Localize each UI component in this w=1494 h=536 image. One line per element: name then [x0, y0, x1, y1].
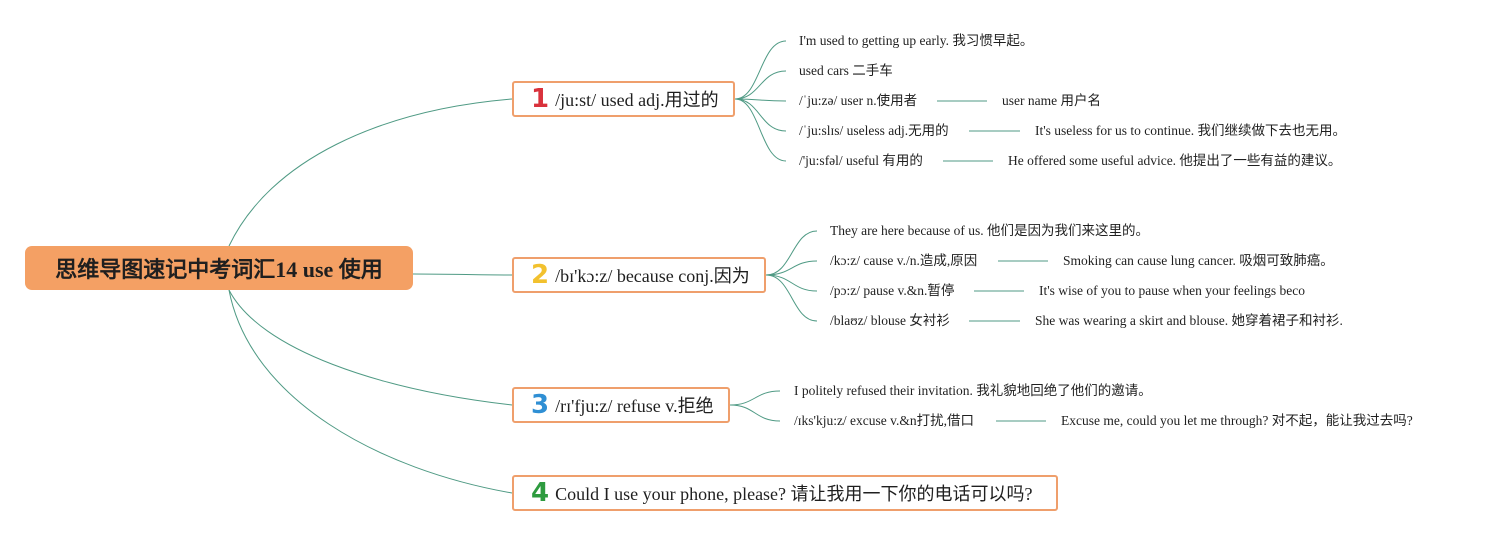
branch-1-leaf-3-line — [734, 98, 787, 102]
branch-3-leaf-2[interactable]: /ɪks'kju:z/ excuse v.&n打扰,借口 — [794, 413, 975, 428]
branch-3-number: 3 — [531, 390, 550, 420]
root-to-branch-4-line — [228, 289, 513, 494]
branch-2-leaf-1[interactable]: They are here because of us. 他们是因为我们来这里的… — [830, 223, 1150, 238]
branch-1-leaf-5-detail[interactable]: He offered some useful advice. 他提出了一些有益的… — [1008, 153, 1342, 168]
branch-2-leaf-4[interactable]: /blaʊz/ blouse 女衬衫 — [830, 313, 950, 328]
branch-3-leaf-1[interactable]: I politely refused their invitation. 我礼貌… — [794, 383, 1152, 398]
root-topic[interactable]: 思维导图速记中考词汇14 use 使用 — [25, 246, 413, 290]
branch-2-leaf-2-detail[interactable]: Smoking can cause lung cancer. 吸烟可致肺癌。 — [1063, 253, 1334, 268]
branch-1-leaf-4-detail[interactable]: It's useless for us to continue. 我们继续做下去… — [1035, 123, 1347, 138]
branch-2-label: /bɪ'kɔ:z/ because conj.因为 — [555, 266, 750, 286]
branch-1-leaf-4-line — [734, 98, 787, 132]
branch-1-leaf-1[interactable]: I'm used to getting up early. 我习惯早起。 — [799, 33, 1034, 48]
branch-1-leaf-3[interactable]: /ˈju:zə/ user n.使用者 — [799, 93, 918, 108]
branch-1-leaf-1-line — [734, 40, 787, 100]
branch-1-leaf-5[interactable]: /'ju:sfəl/ useful 有用的 — [799, 153, 923, 168]
branch-1-leaf-3-detail[interactable]: user name 用户名 — [1002, 93, 1101, 108]
branch-3-leaf-2-detail[interactable]: Excuse me, could you let me through? 对不起… — [1061, 413, 1413, 428]
root-to-branch-2-line — [412, 273, 513, 276]
branch-3-leaf-1-line — [729, 390, 781, 406]
branch-2-leaf-3-line — [765, 274, 818, 292]
branch-1-leaf-2-line — [734, 70, 787, 100]
branch-3-leaf-2-line — [729, 404, 781, 422]
branch-2-leaf-1-line — [765, 230, 818, 276]
branch-1-topic[interactable]: 1 /ju:st/ used adj.用过的 — [512, 81, 735, 117]
branch-1-number: 1 — [531, 84, 550, 114]
branch-4-number: 4 — [531, 478, 550, 508]
branch-2-leaf-4-line — [765, 274, 818, 322]
branch-3-topic[interactable]: 3 /rɪ'fju:z/ refuse v.拒绝 — [512, 387, 730, 423]
root-to-branch-1-line — [228, 98, 513, 247]
branch-1-leaf-2[interactable]: used cars 二手车 — [799, 63, 893, 78]
branch-1-leaf-4[interactable]: /ˈju:slɪs/ useless adj.无用的 — [799, 123, 949, 138]
branch-2-leaf-3-detail[interactable]: It's wise of you to pause when your feel… — [1039, 283, 1305, 298]
branch-2-leaf-4-detail[interactable]: She was wearing a skirt and blouse. 她穿着裙… — [1035, 313, 1343, 328]
branch-1-leaf-5-line — [734, 98, 787, 162]
branch-2-number: 2 — [531, 260, 550, 290]
branch-2-topic[interactable]: 2 /bɪ'kɔ:z/ because conj.因为 — [512, 257, 766, 293]
branch-4-label: Could I use your phone, please? 请让我用一下你的… — [555, 484, 1033, 504]
branch-4-topic[interactable]: 4 Could I use your phone, please? 请让我用一下… — [512, 475, 1058, 511]
branch-2-leaf-2[interactable]: /kɔ:z/ cause v./n.造成,原因 — [830, 253, 978, 268]
branch-3-label: /rɪ'fju:z/ refuse v.拒绝 — [555, 396, 714, 416]
branch-1-label: /ju:st/ used adj.用过的 — [555, 90, 719, 110]
branch-2-leaf-3[interactable]: /pɔ:z/ pause v.&n.暂停 — [830, 283, 955, 298]
branch-2-leaf-2-line — [765, 260, 818, 276]
root-to-branch-3-line — [228, 289, 513, 406]
